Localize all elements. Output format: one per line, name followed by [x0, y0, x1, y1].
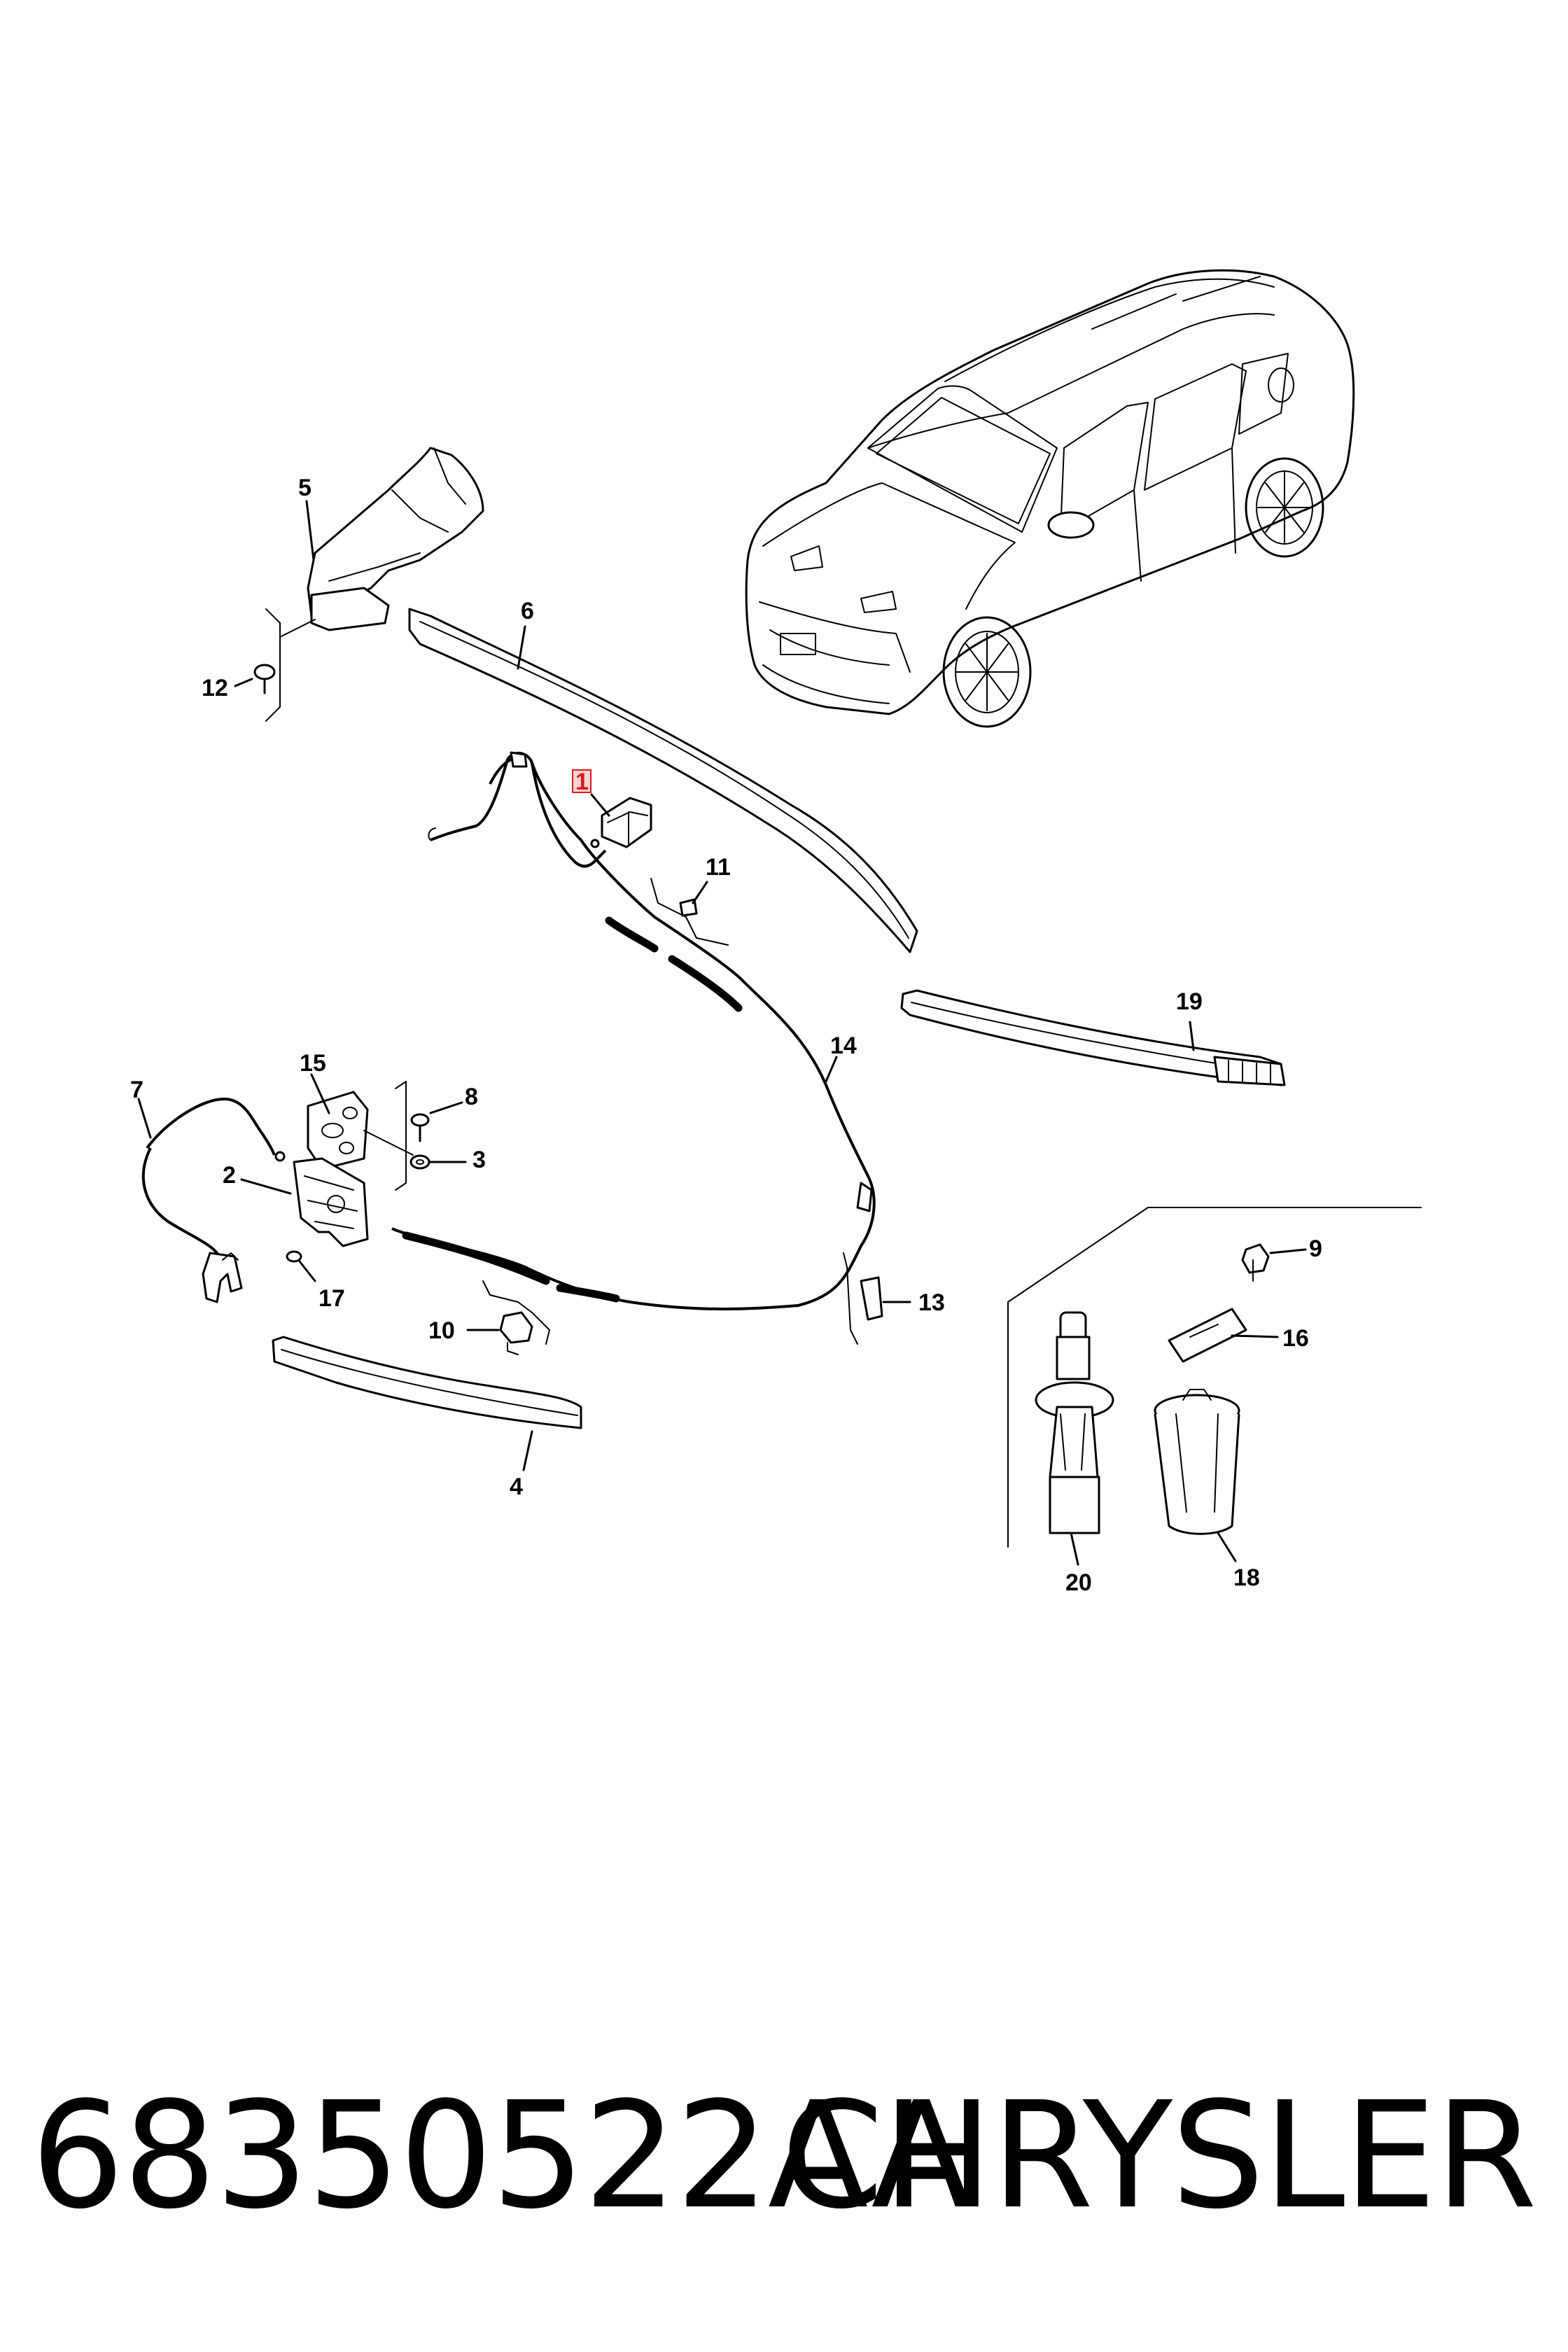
inset-group: [1007, 1207, 1422, 1566]
part-10-clip: [466, 1280, 550, 1355]
part-9-clip: [1241, 1243, 1307, 1282]
callout-14: 14: [830, 1032, 857, 1059]
part-16-pad: [1168, 1308, 1279, 1363]
part-7-cable: [137, 1097, 286, 1303]
callout-labels: 1 2 3 4 5 6 7 8 9 10 11 12 13 14 15 16 1…: [130, 475, 1322, 1596]
part-2-latch: [240, 1157, 369, 1247]
part-18-cup: [1154, 1389, 1240, 1562]
callout-16: 16: [1282, 1325, 1309, 1352]
callout-11: 11: [706, 854, 731, 881]
callout-18: 18: [1233, 1564, 1260, 1591]
callout-12: 12: [202, 675, 228, 701]
callout-9: 9: [1309, 1236, 1322, 1262]
callout-3: 3: [472, 1147, 486, 1173]
part-6-seal-strip: [408, 608, 918, 953]
callout-6: 6: [521, 598, 534, 624]
callout-1-highlight: [572, 769, 592, 793]
callout-2: 2: [223, 1162, 236, 1189]
part-15-latch-plate: [307, 1073, 407, 1191]
part-3-nut: [363, 1130, 467, 1170]
part-20-strut: [1035, 1311, 1114, 1566]
callout-10: 10: [428, 1317, 455, 1344]
part-19-seal-strip: [900, 989, 1286, 1086]
callout-4: 4: [510, 1474, 523, 1500]
part-5-hinge-bracket: [265, 447, 484, 722]
callout-19: 19: [1176, 988, 1203, 1015]
callout-17: 17: [318, 1285, 345, 1312]
callout-8: 8: [465, 1084, 478, 1110]
part-12-bolt: [234, 619, 316, 694]
part-number: 68350522AA: [31, 2070, 972, 2241]
part-1-sensor: [590, 793, 652, 848]
part-14-release-cable: [391, 751, 876, 1310]
callout-20: 20: [1065, 1569, 1092, 1596]
part-17-clip: [286, 1250, 316, 1282]
callout-1: 1: [575, 769, 589, 795]
part-8-bolt: [410, 1101, 463, 1142]
callout-15: 15: [300, 1050, 326, 1077]
callout-13: 13: [918, 1289, 945, 1316]
brand-name: CHRYSLER: [780, 2070, 1537, 2241]
part-11-clip: [650, 878, 729, 946]
footer: 68350522AA CHRYSLER: [0, 2065, 1568, 2247]
vehicle-illustration: [745, 269, 1355, 728]
callout-5: 5: [298, 475, 312, 501]
callout-7: 7: [130, 1077, 144, 1103]
part-13-bracket: [843, 1252, 911, 1345]
part-4-seal-strip: [272, 1336, 582, 1471]
